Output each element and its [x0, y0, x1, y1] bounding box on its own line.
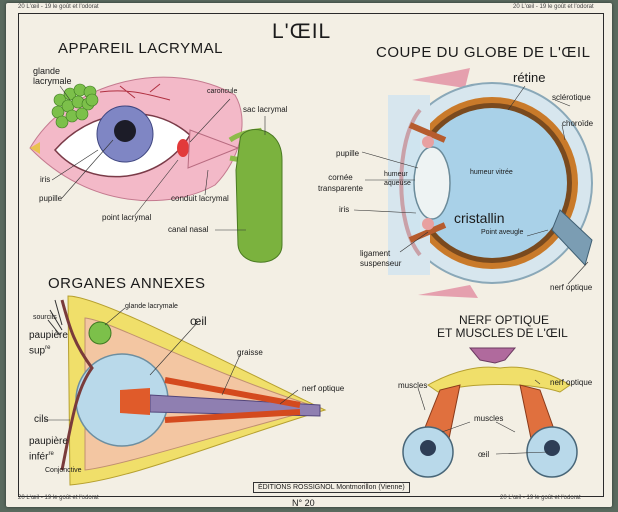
poster-title: L'ŒIL [272, 20, 332, 43]
globe-label-lens: cristallin [454, 210, 505, 226]
globe-label-iris: iris [339, 205, 350, 214]
lacrimal-label-iris: iris [40, 175, 51, 184]
annexes-label-lashes: cils [34, 414, 49, 425]
globe-section-title: COUPE DU GLOBE DE L'ŒIL [376, 44, 591, 61]
accessory-organs-drawing [47, 295, 327, 486]
annexes-label-upper-lid: paupière supre [29, 330, 68, 357]
muscles-leader-lines [417, 379, 549, 455]
lacrimal-label-pupil: pupille [39, 194, 63, 203]
annexes-label-conjunctiva: Conjonctive [45, 467, 82, 474]
lacrimal-leader-lines [51, 85, 266, 231]
annexes-label-sourcils: sourcils [33, 314, 57, 321]
lacrimal-apparatus-drawing [29, 76, 283, 263]
muscles-label-eye: œil [478, 450, 490, 459]
globe-leader-lines [353, 85, 589, 285]
poster-number: N° 20 [292, 498, 315, 508]
globe-label-aqueous: humeur aqueuse [384, 171, 411, 187]
lacrimal-label-sac: sac lacrymal [243, 105, 288, 114]
poster-frame [18, 13, 604, 497]
annexes-label-fat: graisse [237, 348, 263, 357]
lacrimal-label-conduit: conduit lacrymal [171, 194, 229, 203]
corner-caption-top-left: 20 L'œil - 19 le goût et l'odorat [18, 4, 99, 10]
lacrimal-label-point: point lacrymal [102, 213, 152, 222]
annexes-label-lower-lid: paupière inférre [29, 436, 68, 463]
corner-caption-bottom-left: 20 L'œil - 19 le goût et l'odorat [18, 495, 99, 501]
lacrimal-label-caroncule: caroncule [207, 88, 238, 95]
corner-caption-bottom-right: 20 L'œil - 19 le goût et l'odorat [500, 495, 581, 501]
annexes-label-eye: œil [190, 314, 207, 328]
muscles-section-title-line-2: ET MUSCLES DE L'ŒIL [437, 326, 568, 340]
lacrimal-section-title: APPAREIL LACRYMAL [58, 40, 223, 57]
globe-label-sclera: sclérotique [552, 93, 591, 102]
annexes-section-title: ORGANES ANNEXES [48, 275, 206, 292]
muscles-section-title-line-1: NERF OPTIQUE [459, 313, 550, 327]
globe-label-nerve: nerf optique [550, 283, 593, 292]
muscles-label-nerve: nerf optique [550, 378, 593, 387]
globe-label-pupil: pupille [336, 149, 360, 158]
globe-label-ligament: ligament suspenseur [360, 249, 402, 268]
corner-caption-top-right: 20 L'œil - 19 le goût et l'odorat [513, 4, 594, 10]
globe-label-vitreous: humeur vitrée [470, 169, 513, 176]
muscles-label-muscles-center: muscles [474, 414, 504, 423]
lacrimal-label-canal: canal nasal [168, 225, 209, 234]
optic-nerve-muscles-drawing [402, 347, 578, 478]
annexes-label-gland: glande lacrymale [125, 303, 178, 310]
globe-label-choroid: choroïde [562, 119, 594, 128]
globe-label-cornea: cornée transparente [318, 173, 363, 193]
annexes-label-nerve: nerf optique [302, 384, 345, 393]
globe-label-retina: rétine [513, 70, 546, 85]
eyeball-section-drawing [388, 68, 593, 298]
publisher-box: ÉDITIONS ROSSIGNOL Montmorillon (Vienne) [253, 482, 410, 493]
muscles-label-muscles-left: muscles [398, 381, 428, 390]
globe-label-blind-spot: Point aveugle [481, 229, 524, 236]
annexes-leader-lines [44, 307, 299, 421]
lacrimal-label-gland: glande lacrymale [33, 66, 72, 86]
